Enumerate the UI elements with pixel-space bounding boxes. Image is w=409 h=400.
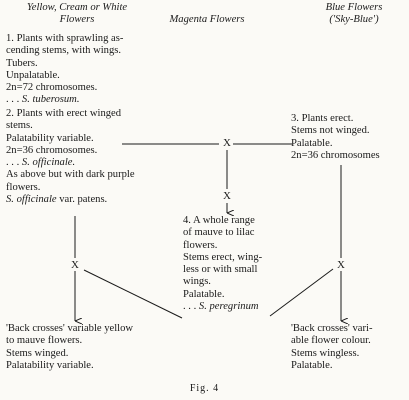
box-3-line: Stems not winged.: [291, 125, 370, 137]
result-right-line: Palatable.: [291, 359, 333, 371]
header-col1-line2: Flowers: [59, 14, 95, 26]
box-1-line: cending stems, with wings.: [6, 45, 122, 57]
box-1-line: Tubers.: [6, 57, 38, 69]
box-1-line: Unpalatable.: [6, 69, 60, 81]
result-left-back-crosses: 'Back crosses' variable yellow to mauve …: [6, 323, 133, 372]
result-right-line: able flower colour.: [291, 335, 371, 347]
variety-suffix: var. patens.: [56, 194, 108, 206]
box-4-line: Stems erect, wing-: [183, 251, 263, 263]
box-2b-species-line: S. officinale var. patens.: [6, 194, 135, 206]
result-right-line: 'Back crosses' vari-: [291, 323, 373, 334]
box-2b-line: flowers.: [6, 181, 41, 193]
species-name: S. officinale.: [21, 157, 76, 169]
box-4-peregrinum: 4. A whole range of mauve to lilac flowe…: [183, 215, 262, 313]
result-left-line: to mauve flowers.: [6, 335, 83, 347]
box-3-line: Palatable.: [291, 137, 333, 149]
result-left-line: Palatability variable.: [6, 359, 94, 371]
box-2-line: Palatability variable.: [6, 132, 94, 144]
header-col3-line2: ('Sky-Blue'): [329, 14, 379, 26]
box-4-line: 4. A whole range: [183, 215, 255, 226]
header-col3-line1: Blue Flowers: [325, 2, 383, 13]
box-1-line: 1. Plants with sprawling as-: [6, 33, 124, 44]
header-yellow-cream-white: Yellow, Cream or White Flowers: [2, 2, 152, 27]
box-2-species-line: . . . S. officinale.: [6, 157, 135, 169]
box-3-line: 2n=36 chromosomes: [291, 149, 380, 161]
cross-mark-left: X: [71, 259, 79, 271]
box-1-line: 2n=72 chromosomes.: [6, 82, 98, 94]
box-1-tuberosum: 1. Plants with sprawling as- cending ste…: [6, 33, 123, 107]
box-1-species-line: . . . S. tuberosum.: [6, 94, 123, 106]
header-blue: Blue Flowers ('Sky-Blue'): [304, 2, 404, 27]
header-magenta: Magenta Flowers: [169, 14, 245, 25]
box-4-line: flowers.: [183, 239, 218, 251]
box-4-line: of mauve to lilac: [183, 227, 255, 239]
cross-mark-middle: X: [223, 190, 231, 202]
cross-mark-top: X: [223, 137, 231, 149]
box-2-officinale: 2. Plants with erect winged stems. Palat…: [6, 108, 135, 206]
line-peregrinum-to-right-cross: [269, 268, 334, 317]
box-4-species-line: . . . S. peregrinum: [183, 301, 262, 313]
ellipsis: . . .: [6, 94, 22, 106]
box-4-line: less or with small: [183, 264, 258, 276]
header-col1-line1: Yellow, Cream or White: [26, 2, 128, 13]
species-name: S. peregrinum: [198, 301, 259, 313]
result-right-line: Stems wingless.: [291, 347, 360, 359]
box-3-line: 3. Plants erect.: [291, 113, 354, 124]
ellipsis: . . .: [183, 301, 199, 313]
result-left-line: 'Back crosses' variable yellow: [6, 323, 134, 334]
cross-mark-right: X: [337, 259, 345, 271]
box-4-line: Palatable.: [183, 288, 225, 300]
box-4-line: wings.: [183, 276, 211, 288]
box-2-line: 2n=36 chromosomes.: [6, 144, 98, 156]
box-2-line: stems.: [6, 120, 33, 132]
result-left-line: Stems winged.: [6, 347, 69, 359]
box-2-line: 2. Plants with erect winged: [6, 108, 122, 119]
ellipsis: . . .: [6, 157, 22, 169]
line-left-cross-to-peregrinum: [83, 269, 183, 319]
figure-caption: Fig. 4: [189, 383, 220, 394]
box-2b-line: As above but with dark purple: [6, 169, 135, 181]
box-3-blue: 3. Plants erect. Stems not winged. Palat…: [291, 113, 380, 162]
species-name: S. officinale: [6, 194, 57, 206]
result-right-back-crosses: 'Back crosses' vari- able flower colour.…: [291, 323, 372, 372]
species-name: S. tuberosum.: [21, 94, 80, 106]
